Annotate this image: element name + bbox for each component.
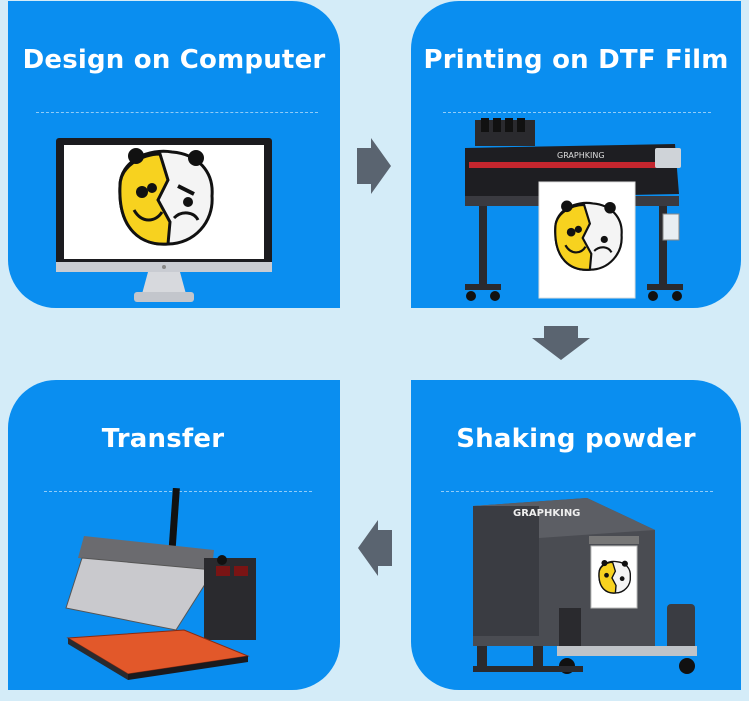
printer-logo-text: GRAPHKING xyxy=(557,151,605,160)
divider xyxy=(441,491,713,492)
divider xyxy=(443,112,711,113)
step-card-transfer: Transfer xyxy=(8,380,340,690)
arrow-right-icon xyxy=(357,138,391,194)
arrow-left-icon xyxy=(358,520,392,576)
step-title: Printing on DTF Film xyxy=(423,45,729,75)
shaker-logo-text: GRAPHKING xyxy=(513,508,580,519)
dtf-printer-image: GRAPHKING xyxy=(465,118,683,301)
step-title: Design on Computer xyxy=(22,45,326,75)
divider xyxy=(36,112,318,113)
step-title: Shaking powder xyxy=(456,424,696,454)
step-title: Transfer xyxy=(101,424,225,454)
heat-press-image xyxy=(65,488,256,680)
arrow-down-icon xyxy=(532,326,590,360)
computer-monitor-image xyxy=(56,138,272,302)
step-card-shaking: Shaking powder GRAPHKING xyxy=(411,380,741,690)
powder-shaker-image: GRAPHKING xyxy=(473,498,697,674)
step-card-design: Design on Computer xyxy=(8,1,340,308)
step-card-printing: Printing on DTF Film GRAPHKING xyxy=(411,1,741,308)
